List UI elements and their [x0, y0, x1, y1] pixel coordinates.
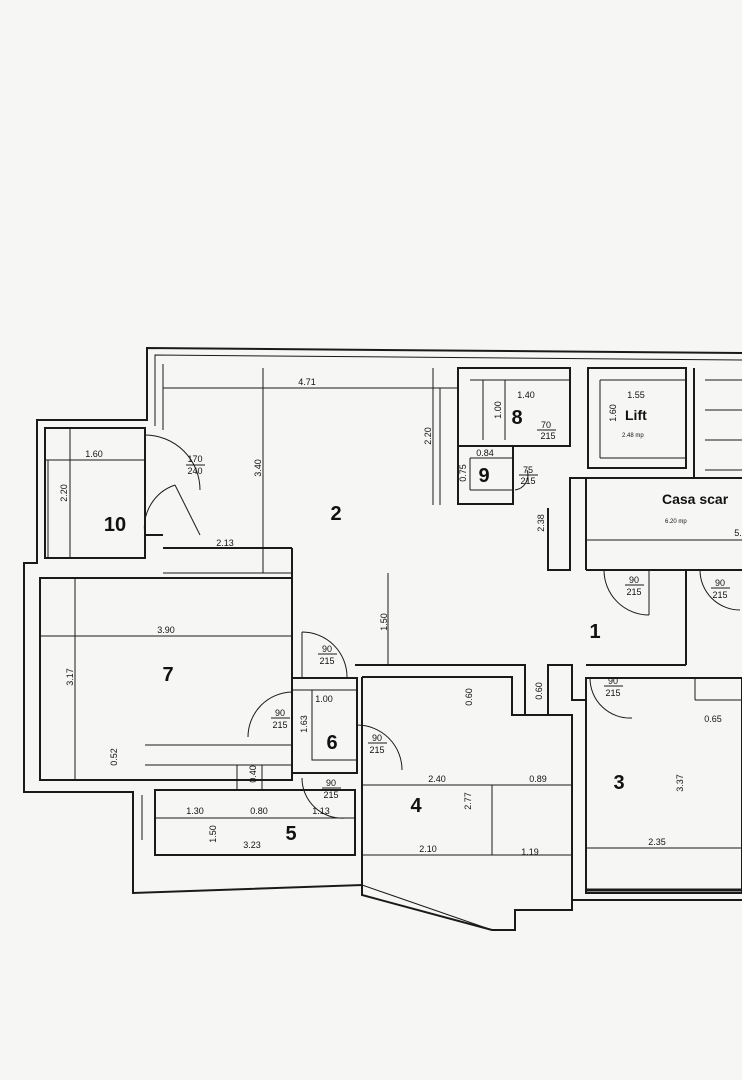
dim-label: 1.63 — [299, 715, 309, 733]
dim-label: 3.90 — [157, 625, 175, 635]
door-label-a: 90 215 — [625, 575, 644, 597]
dim-label: 1.50 — [208, 825, 218, 843]
stair-label: Casa scar — [662, 491, 729, 507]
door-label-8: 70 215 — [537, 420, 556, 441]
dim-label: 1.00 — [493, 401, 503, 419]
lift-walls — [587, 367, 687, 469]
dim-label: 1.55 — [627, 390, 645, 400]
dim-label: 1.50 — [379, 613, 389, 631]
room-4-label: 4 — [410, 795, 422, 817]
dim-label: 2.77 — [463, 792, 473, 810]
door-width: 90 — [275, 708, 285, 718]
door-height: 215 — [319, 656, 334, 666]
dim-label: 0.60 — [534, 682, 544, 700]
door-width: 90 — [715, 578, 725, 588]
door-width: 90 — [372, 733, 382, 743]
dim-label: 0.89 — [529, 774, 547, 784]
door-height: 215 — [605, 688, 620, 698]
room-4-walls — [361, 676, 573, 900]
stair-walls — [585, 368, 742, 571]
room-2-label: 2 — [330, 503, 341, 525]
door-label-c: 90 215 — [318, 644, 337, 666]
room-3-label: 3 — [613, 772, 624, 794]
lift-area: 2.48 mp — [622, 433, 644, 439]
door-width: 75 — [523, 465, 533, 475]
dim-label: 1.60 — [608, 404, 618, 422]
door-height: 215 — [272, 720, 287, 730]
room-8-9-walls — [457, 367, 571, 505]
room-2-walls — [145, 368, 434, 670]
dim-label: 0.65 — [704, 714, 722, 724]
door-label-d: 90 215 — [271, 708, 290, 730]
room-10-walls — [44, 427, 146, 559]
dim-label: 2.40 — [428, 774, 446, 784]
room-3-walls — [585, 677, 742, 894]
dim-label: 0.40 — [248, 765, 258, 783]
room-5-label: 5 — [285, 823, 296, 845]
dim-label: 1.30 — [186, 806, 204, 816]
stair-dim: 5. — [734, 528, 742, 538]
door-label-f: 90 215 — [322, 778, 341, 800]
dim-label: 2.20 — [59, 484, 69, 502]
door-width: 90 — [326, 778, 336, 788]
door-height: 215 — [520, 476, 535, 486]
door-height: 215 — [626, 587, 641, 597]
dim-label: 2.38 — [536, 514, 546, 532]
dim-label: 4.71 — [298, 377, 316, 387]
door-label-entry: 170 240 — [186, 454, 205, 476]
dim-label: 1.00 — [315, 694, 333, 704]
room-1-label: 1 — [589, 621, 600, 643]
dim-label: 1.60 — [85, 449, 103, 459]
room-6-label: 6 — [326, 732, 337, 754]
door-label-g: 90 215 — [604, 676, 623, 698]
door-height: 215 — [712, 590, 727, 600]
room-10-label: 10 — [104, 514, 126, 536]
dim-label: 0.52 — [109, 748, 119, 766]
door-label-e: 90 215 — [368, 733, 387, 755]
dim-label: 3.23 — [243, 840, 261, 850]
dim-label: 0.75 — [458, 464, 468, 482]
door-width: 90 — [608, 676, 618, 686]
dim-label: 2.20 — [423, 427, 433, 445]
door-label-b: 90 215 — [711, 578, 730, 600]
dim-label: 2.10 — [419, 844, 437, 854]
door-label-9: 75 215 — [519, 465, 538, 486]
room-7-label: 7 — [162, 664, 173, 686]
dim-label: 2.13 — [216, 538, 234, 548]
stair-area: 6.20 mp — [665, 519, 687, 525]
hall-1-walls — [355, 477, 687, 716]
door-width: 70 — [541, 420, 551, 430]
dim-label: 3.17 — [65, 668, 75, 686]
dim-label: 1.40 — [517, 390, 535, 400]
dim-label: 3.40 — [253, 459, 263, 477]
dimension-lines — [47, 387, 441, 558]
door-height: 240 — [187, 466, 202, 476]
room-8-label: 8 — [511, 407, 522, 429]
dim-label: 1.13 — [312, 806, 330, 816]
dim-label: 0.80 — [250, 806, 268, 816]
door-height: 215 — [369, 745, 384, 755]
door-width: 90 — [629, 575, 639, 585]
dim-label: 0.60 — [464, 688, 474, 706]
door-width: 90 — [322, 644, 332, 654]
door-height: 215 — [323, 790, 338, 800]
door-width: 170 — [187, 454, 202, 464]
room-5-walls — [141, 765, 356, 856]
room-9-label: 9 — [478, 465, 489, 487]
dim-label: 1.19 — [521, 847, 539, 857]
door-arcs — [143, 434, 741, 931]
dim-label: 3.37 — [675, 774, 685, 792]
dim-label: 2.35 — [648, 837, 666, 847]
dim-label: 0.84 — [476, 448, 494, 458]
door-height: 215 — [540, 431, 555, 441]
lift-label: Lift — [625, 407, 647, 423]
